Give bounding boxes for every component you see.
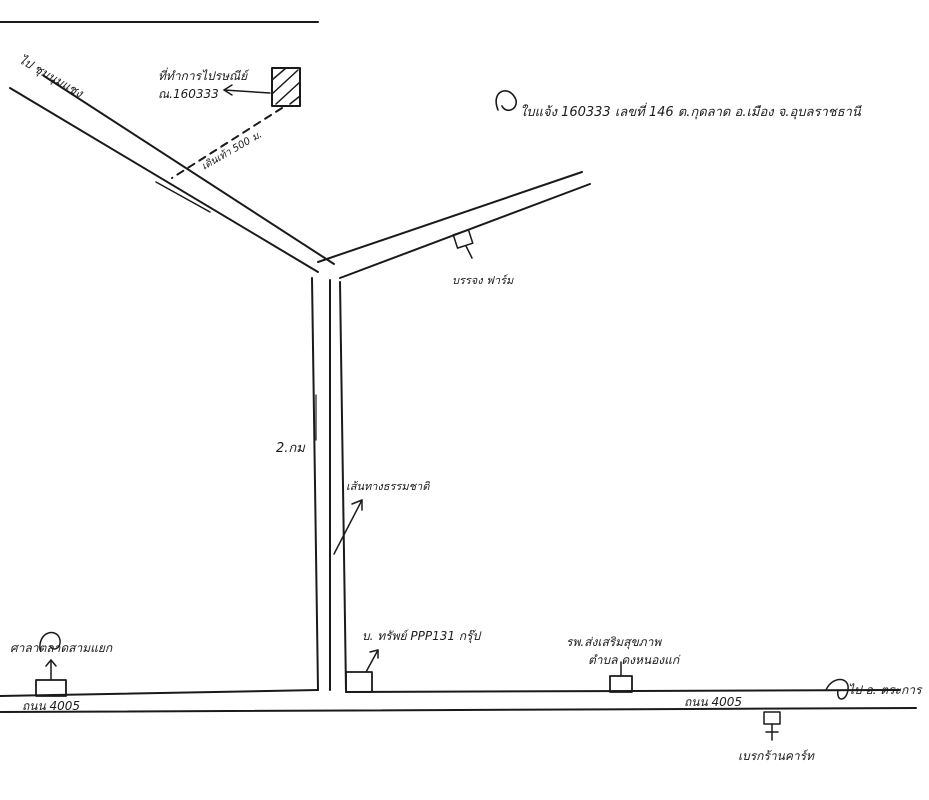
label-hospital-1: รพ.ส่งเสริมสุขภาพ (566, 635, 662, 650)
right-arrow-curl (825, 678, 849, 700)
road-northeast (317, 171, 591, 279)
post-office-building (271, 67, 301, 107)
label-road-4005-left: ถนน 4005 (22, 699, 80, 713)
title-hook (495, 90, 517, 112)
label-market-shop: ศาลาตลาดสามแยก (10, 641, 113, 655)
label-distance-2km: 2.กม (276, 441, 306, 456)
original-route-arrow (333, 499, 363, 555)
label-pp-group: บ. ทรัพย์ PPP131 กรุ๊ป (362, 629, 482, 644)
market-arrow-curl (39, 631, 61, 651)
hospital-building (609, 661, 633, 693)
label-to-district: ไป อ. ตระการ (848, 683, 923, 697)
pp-group-building (345, 649, 379, 693)
road-4005 (0, 689, 917, 713)
label-to-phone-office: ไป ชุมนุมแชง (16, 52, 86, 101)
title-text: ใบแจ้ง 160333 เลขที่ 146 ต.กุดลาด อ.เมือ… (520, 102, 862, 120)
post-office-arrow (223, 84, 271, 96)
market-building (35, 659, 67, 697)
label-post-office-2: ณ.160333 (158, 87, 219, 101)
label-walk-distance: เดินเท้า 500 ม. (200, 128, 265, 172)
label-hospital-2: ตำบล ดงหนองแก่ (588, 653, 681, 667)
road-northwest (9, 75, 335, 273)
farm-marker (452, 229, 474, 259)
label-road-4005-right: ถนน 4005 (684, 695, 742, 709)
label-post-office-1: ที่ทำการไปรษณีย์ (158, 67, 250, 83)
label-bottom-landmark: เบรกร้านคาร์ท (738, 749, 815, 763)
walking-path-dashed (171, 107, 283, 179)
road-vertical (311, 277, 347, 691)
label-farm: บรรจง ฟาร์ม (452, 274, 514, 287)
label-original-route: เส้นทางธรรมชาติ (346, 480, 430, 493)
bottom-landmark (763, 711, 781, 741)
